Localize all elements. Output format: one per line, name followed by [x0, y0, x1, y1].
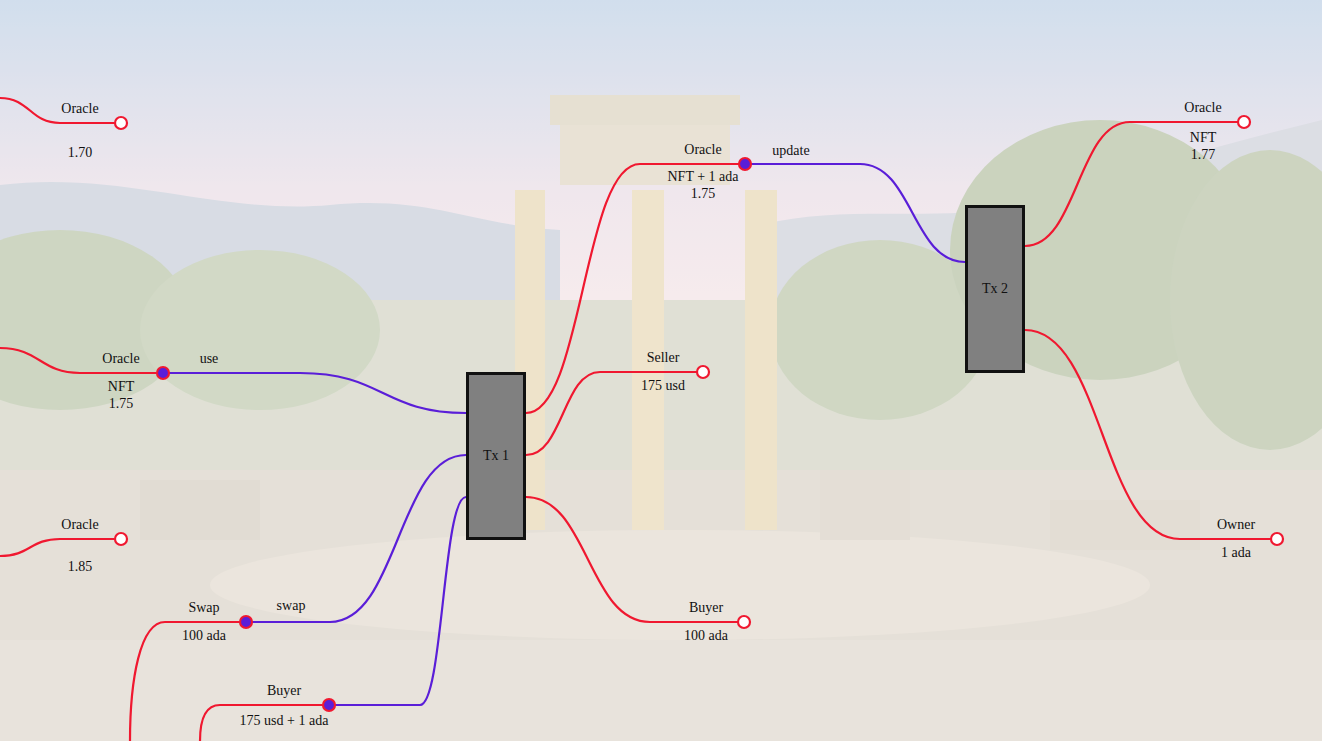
utxo-outline — [113, 531, 129, 547]
utxo-value: NFT + 1 ada 1.75 — [657, 169, 749, 203]
utxo-circle: Oracle1.70 — [113, 115, 129, 131]
utxo-value: 100 ada — [182, 628, 226, 645]
utxo-address: Oracle — [684, 142, 721, 159]
incoming-wire — [0, 348, 156, 373]
transaction-box: Tx 2 — [965, 205, 1025, 373]
utxo-connector — [526, 372, 697, 455]
utxo-connector — [335, 497, 466, 705]
utxo-circle-shape — [115, 533, 127, 545]
utxo-value: 1.70 — [68, 145, 93, 162]
utxo-address: Oracle — [102, 351, 139, 368]
utxo-value: 100 ada — [684, 628, 728, 645]
utxo-outline — [113, 115, 129, 131]
utxo-value: 175 usd — [641, 378, 685, 395]
utxo-outline — [695, 364, 711, 380]
utxo-value: 175 usd + 1 ada — [240, 713, 329, 730]
incoming-wire — [0, 98, 114, 123]
utxo-connector — [1025, 122, 1238, 246]
utxo-circle-shape — [697, 366, 709, 378]
utxo-connector — [169, 373, 466, 413]
utxo-value: 1 ada — [1221, 545, 1251, 562]
utxo-address: Oracle — [61, 101, 98, 118]
utxo-value: 1.85 — [68, 559, 93, 576]
utxo-circle: Buyer175 usd + 1 ada — [321, 697, 337, 713]
utxo-circle: OracleNFT + 1 ada 1.75 — [737, 156, 753, 172]
utxo-outline — [737, 156, 753, 172]
utxo-circle: Seller175 usd — [695, 364, 711, 380]
utxo-outline — [736, 614, 752, 630]
transaction-label: Tx 1 — [483, 448, 509, 464]
redeemer-label: update — [772, 143, 809, 160]
transaction-box: Tx 1 — [466, 372, 526, 540]
incoming-wires — [0, 98, 322, 741]
utxo-circle: Owner1 ada — [1269, 531, 1285, 547]
utxo-circle: Oracle1.85 — [113, 531, 129, 547]
utxo-address: Seller — [647, 350, 680, 367]
utxo-circle-shape — [738, 616, 750, 628]
utxo-outline — [155, 365, 171, 381]
incoming-wire — [130, 622, 239, 741]
redeemer-label: swap — [277, 598, 306, 615]
utxo-circle: OracleNFT 1.75 — [155, 365, 171, 381]
utxo-outline — [238, 614, 254, 630]
utxo-address: Buyer — [689, 600, 723, 617]
utxo-circle: Buyer100 ada — [736, 614, 752, 630]
utxo-connector — [751, 164, 965, 262]
utxo-address: Oracle — [1184, 100, 1221, 117]
utxo-connector — [526, 497, 738, 622]
utxo-circle-shape — [1271, 533, 1283, 545]
utxo-address: Swap — [188, 600, 219, 617]
utxo-circle-shape — [240, 616, 252, 628]
utxo-address: Buyer — [267, 683, 301, 700]
utxo-value: NFT 1.75 — [99, 379, 143, 413]
incoming-wire — [0, 539, 114, 556]
utxo-connector — [1025, 330, 1271, 539]
utxo-address: Oracle — [61, 517, 98, 534]
utxo-circle-shape — [157, 367, 169, 379]
utxo-outline — [1269, 531, 1285, 547]
utxo-connector — [526, 164, 739, 413]
utxo-outline — [321, 697, 337, 713]
utxo-circle-shape — [323, 699, 335, 711]
utxo-circle-shape — [739, 158, 751, 170]
redeemer-label: use — [200, 351, 219, 368]
transaction-label: Tx 2 — [982, 281, 1008, 297]
utxo-circle-shape — [1238, 116, 1250, 128]
utxo-circle: OracleNFT 1.77 — [1236, 114, 1252, 130]
utxo-outline — [1236, 114, 1252, 130]
utxo-connector — [252, 455, 466, 622]
utxo-value: NFT 1.77 — [1181, 130, 1225, 164]
utxo-circle: Swap100 ada — [238, 614, 254, 630]
utxo-address: Owner — [1217, 517, 1255, 534]
utxo-circle-shape — [115, 117, 127, 129]
